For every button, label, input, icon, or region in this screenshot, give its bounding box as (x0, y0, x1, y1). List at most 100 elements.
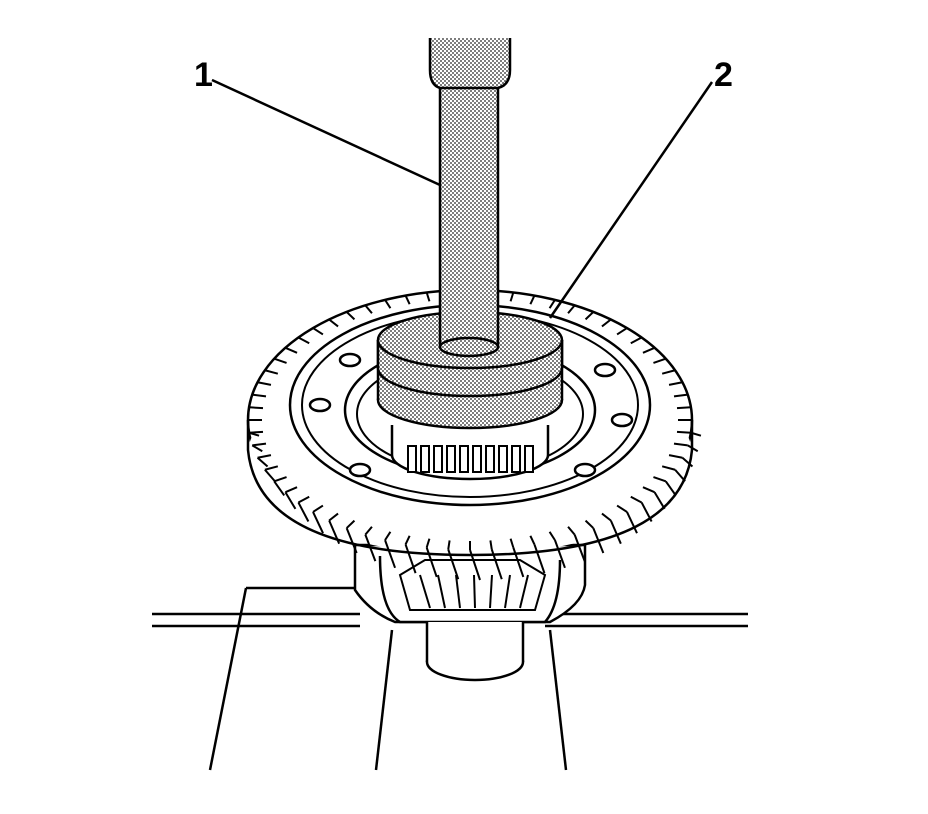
gear-tooth-face (533, 544, 546, 574)
gear-tooth (673, 393, 688, 398)
gear-tooth (489, 540, 493, 550)
gear-tooth (384, 531, 392, 541)
gear-tooth-face (469, 549, 481, 581)
gear-tooth (252, 442, 267, 447)
gear-tooth (601, 318, 612, 328)
gear-tooth (630, 336, 643, 345)
gear-tooth (661, 465, 676, 471)
gear-tooth (630, 495, 643, 504)
bearing-roller (472, 445, 482, 473)
gear-tooth-face (674, 469, 686, 482)
callout-2: 2 (714, 56, 733, 94)
bearing-roller (407, 445, 417, 473)
gear-tooth-face (297, 502, 310, 522)
gear-tooth (364, 526, 373, 536)
gear-tooth (509, 538, 515, 548)
side-gear (398, 559, 547, 611)
gear-tooth (328, 512, 339, 522)
gear-tooth-face (447, 549, 460, 580)
gear-tooth (548, 531, 556, 541)
bearing-roller (485, 445, 495, 473)
gear-tooth (584, 311, 595, 321)
gear-tooth-face (653, 491, 666, 510)
gear-tooth (328, 318, 339, 328)
gear-tooth (384, 299, 392, 309)
gear-tooth-face (425, 547, 438, 578)
gear-tooth-face (328, 520, 341, 545)
gear-tooth-face (609, 520, 622, 545)
gear-tooth-face (284, 491, 297, 510)
gear-tooth-face (273, 480, 286, 497)
bearing-roller (459, 445, 469, 473)
gear-tooth (312, 327, 324, 336)
gear-tooth (567, 304, 576, 314)
leader-lines (211, 78, 714, 319)
bearing-roller (446, 445, 456, 473)
gear-tooth (297, 495, 310, 504)
gear-tooth-face (312, 511, 324, 534)
gear-tooth-face (592, 527, 605, 554)
bearing-roller (420, 445, 430, 473)
gear-tooth (257, 454, 272, 459)
gear-tooth (297, 336, 310, 345)
gear-tooth-face (490, 549, 503, 580)
gear-tooth (584, 519, 595, 529)
gear-tooth (601, 512, 612, 522)
gear-tooth (364, 304, 373, 314)
gear-tooth (425, 538, 431, 548)
gear-tooth (529, 535, 536, 545)
leader-line-2 (548, 81, 714, 319)
gear-tooth-face (248, 431, 260, 437)
gear-tooth-face (690, 431, 702, 437)
gear-tooth (616, 327, 628, 336)
gear-tooth (548, 299, 556, 309)
gear-tooth (509, 292, 515, 302)
gear-tooth (285, 346, 298, 354)
gear-tooth (252, 393, 267, 398)
gear-tooth (673, 442, 688, 447)
gear-tooth (285, 486, 298, 494)
gear-tooth-face (251, 444, 263, 453)
bearing-roller (524, 445, 534, 473)
bearing (390, 425, 550, 481)
gear-tooth-face (664, 480, 677, 497)
gear-tooth-face (404, 544, 417, 574)
gear-tooth-face (626, 511, 638, 534)
gear-tooth (425, 292, 431, 302)
gear-tooth (447, 540, 451, 550)
gear-tooth-face (264, 469, 276, 482)
leader-line-1 (211, 78, 441, 187)
gear-tooth (642, 346, 655, 354)
gear-tooth (529, 295, 536, 305)
bearing-rollers (407, 445, 534, 473)
gear-tooth-face (554, 539, 566, 569)
gear-tooth-face (687, 444, 699, 453)
gear-tooth (616, 504, 628, 513)
bearing-roller (511, 445, 521, 473)
gear-tooth (676, 430, 691, 434)
gear-tooth-face (364, 534, 377, 562)
gear-tooth (345, 311, 356, 321)
gear-tooth (653, 357, 667, 364)
bearing-roller (498, 445, 508, 473)
gear-tooth (668, 381, 683, 386)
gear-tooth (249, 406, 264, 410)
gear-tooth-face (681, 456, 694, 468)
gear-tooth (257, 381, 272, 386)
gear-tooth (668, 454, 683, 459)
gear-tooth (404, 535, 411, 545)
gear-tooth (642, 486, 655, 494)
gear-tooth (676, 406, 691, 410)
gear-tooth-face (573, 534, 586, 562)
gear-tooth (264, 369, 279, 375)
gear-tooth (273, 476, 287, 483)
gear-tooth (653, 476, 667, 483)
gear-tooth-face (640, 502, 653, 522)
bearing-roller (433, 445, 443, 473)
press-table (152, 586, 748, 771)
driver-handle (428, 38, 512, 358)
gear-tooth (264, 465, 279, 471)
callout-1: 1 (194, 56, 213, 94)
